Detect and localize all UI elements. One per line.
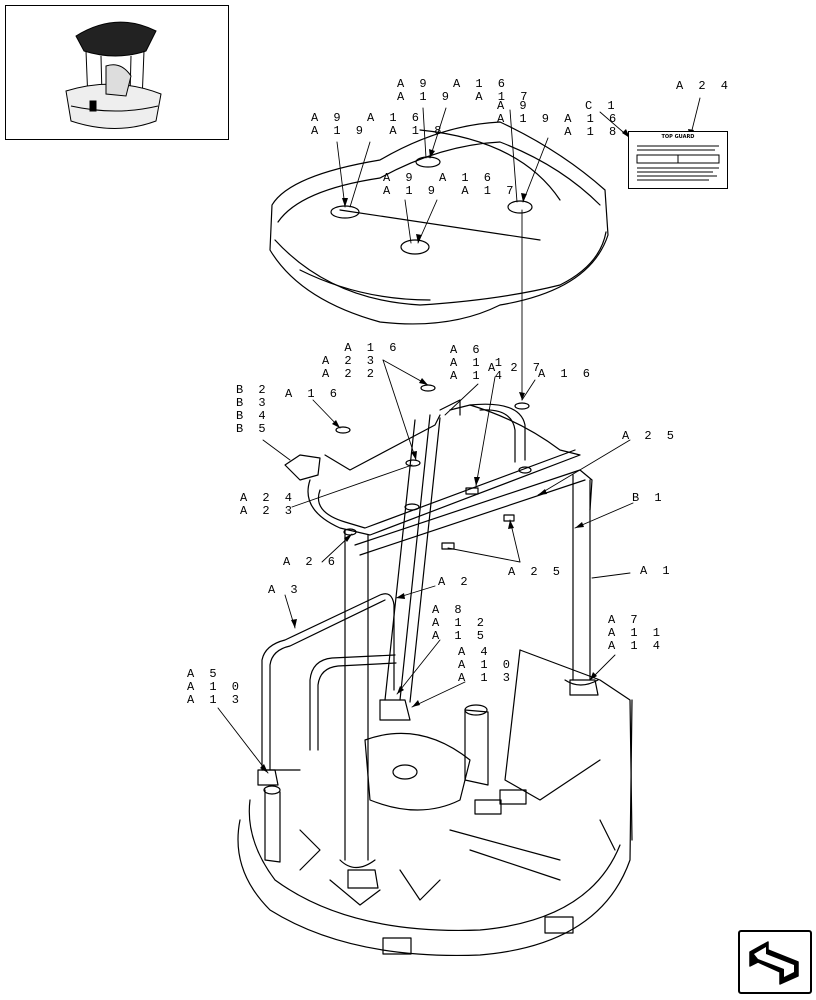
callout-b1: B 1 [632, 491, 666, 505]
callout-a2: A 2 [438, 575, 472, 589]
callout-a9-a16-a19-a17-top: A 9 A 1 6 A 1 9 A 1 7 [397, 77, 532, 104]
overview-thumbnail [5, 5, 229, 140]
callout-a24-a23: A 2 4 A 2 3 [240, 491, 297, 518]
safety-decal: TOP GUARD [628, 131, 728, 189]
decal-title: TOP GUARD [661, 134, 695, 140]
callout-a27: A 2 7 [488, 361, 545, 375]
callout-a7-a11-a14: A 7 A 1 1 A 1 4 [608, 613, 665, 653]
callout-a16-right: A 1 6 [538, 367, 595, 381]
cab-overview-thumbnail-icon [65, 21, 162, 129]
next-page-arrow-icon [749, 941, 799, 985]
callout-a3: A 3 [268, 583, 302, 597]
callout-a6-a11-a14: A 6 A 1 1 A 1 4 [450, 343, 507, 383]
base-platform [237, 649, 633, 957]
callout-a25-top: A 2 5 [622, 429, 679, 443]
callout-a5-a10-a13: A 5 A 1 0 A 1 3 [187, 667, 244, 707]
fasteners [257, 384, 599, 889]
handrails [261, 593, 397, 771]
callout-b2-b5: B 2 B 3 B 4 B 5 [236, 383, 270, 436]
callout-a26: A 2 6 [283, 555, 340, 569]
callout-c1: C 1 [585, 99, 619, 113]
callout-a9-a19-a16-a18-left: A 9 A 1 6 A 1 9 A 1 8 [311, 111, 446, 138]
callout-a9-a19-a16-a18-right: A 9 A 1 9 A 1 6 A 1 8 [497, 99, 621, 139]
roof-canopy [269, 121, 609, 325]
diagonal-braces [384, 414, 441, 703]
callout-a16-a23-a22: A 1 6 A 2 3 A 2 2 [322, 341, 401, 381]
callout-a24-top: A 2 4 [676, 79, 733, 93]
callout-a16-left: A 1 6 [285, 387, 342, 401]
next-page-button[interactable] [738, 930, 812, 994]
callout-a4-a10-a13: A 4 A 1 0 A 1 3 [458, 645, 515, 685]
callout-a8-a12-a15: A 8 A 1 2 A 1 5 [432, 603, 489, 643]
callout-a25-bottom: A 2 5 [508, 565, 565, 579]
callout-a9-a16-a19-a17-mid: A 9 A 1 6 A 1 9 A 1 7 [383, 171, 518, 198]
callout-a1: A 1 [640, 564, 674, 578]
rollover-frame [307, 403, 599, 869]
